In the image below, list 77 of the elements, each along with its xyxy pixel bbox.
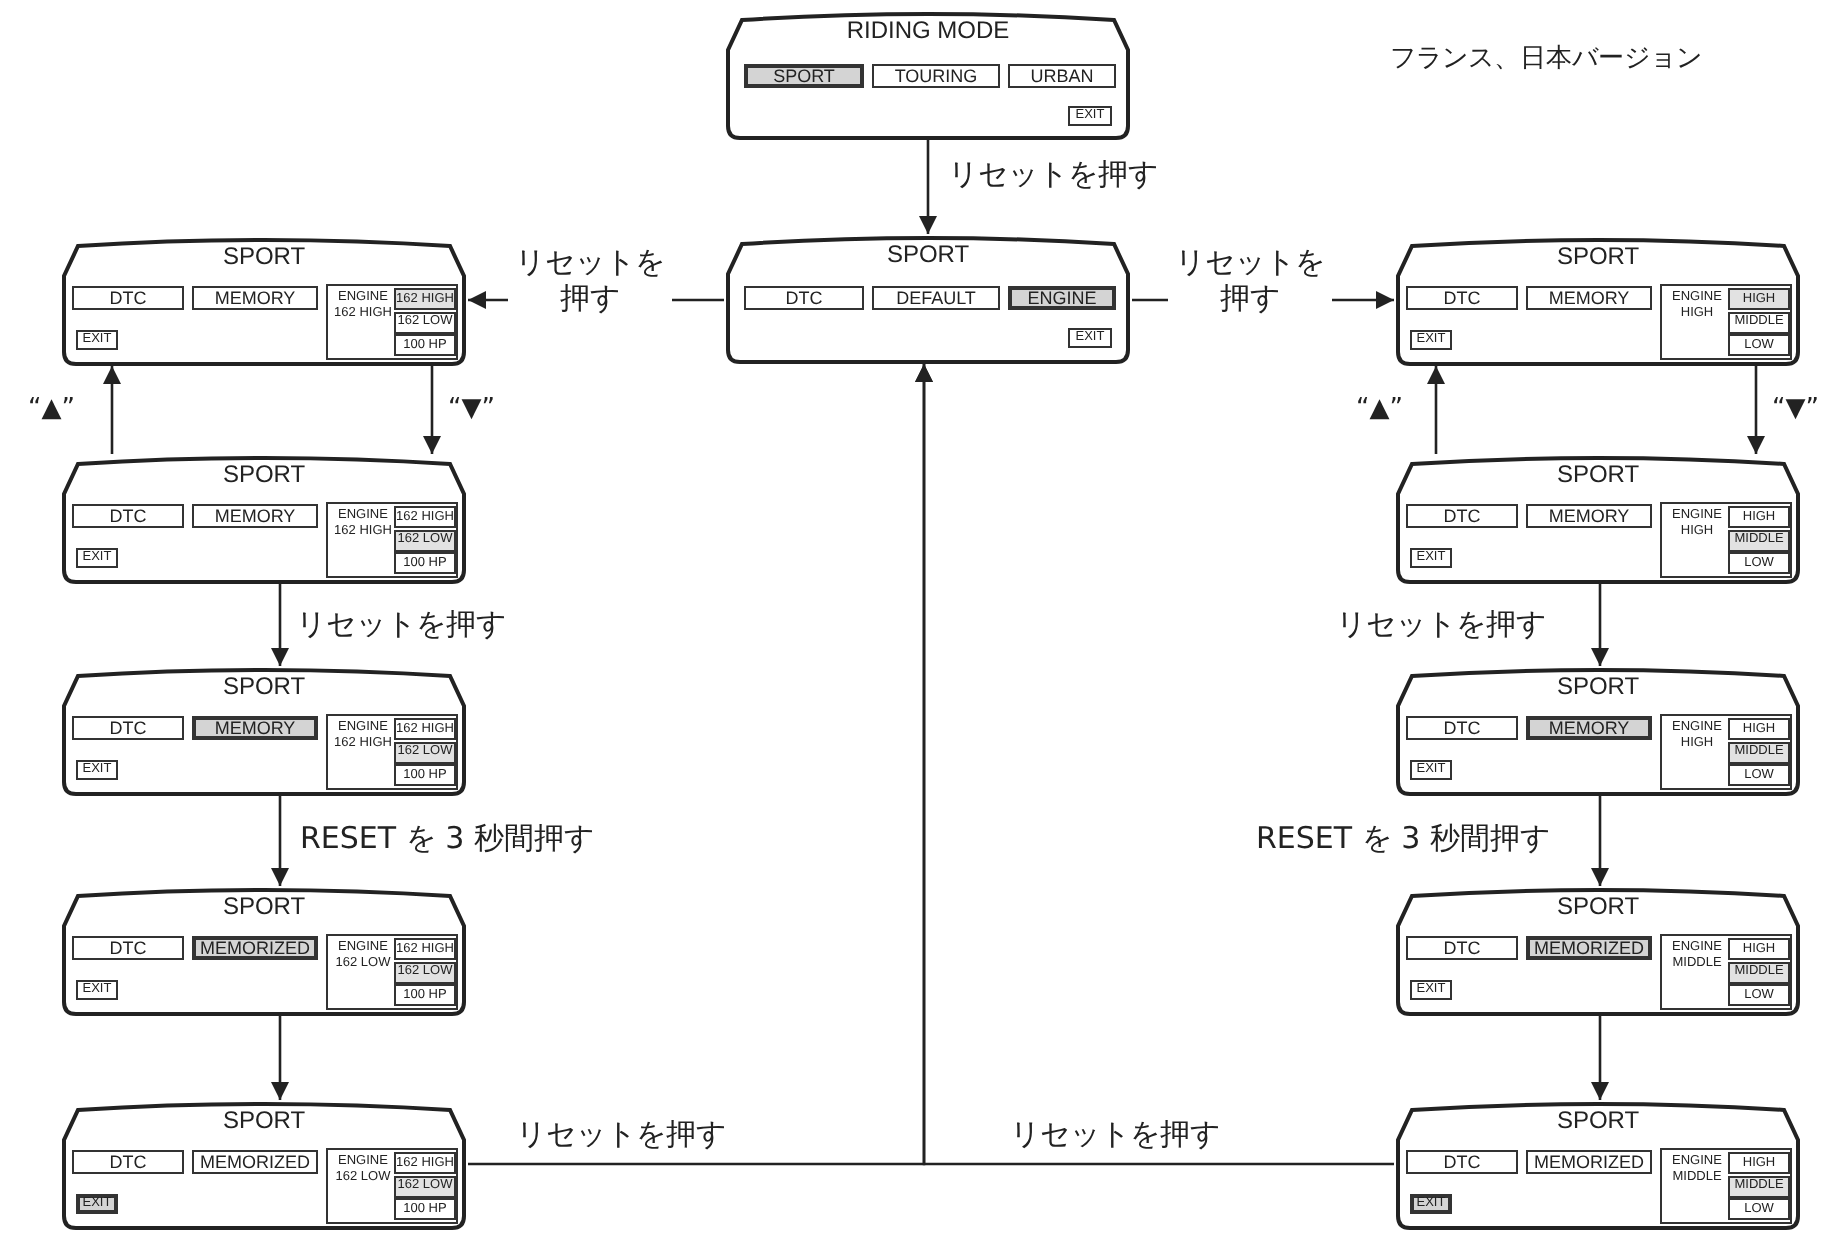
menu-button: DTC [744, 286, 864, 310]
menu-button: URBAN [1008, 64, 1116, 88]
edge-label: RESET を 3 秒間押す [1256, 820, 1550, 856]
menu-button: DTC [1406, 716, 1518, 740]
display-screen [1394, 666, 1802, 796]
menu-button: MEMORY [1526, 504, 1652, 528]
display-screen [60, 886, 468, 1016]
engine-panel [1660, 502, 1792, 578]
arrow [271, 584, 289, 666]
engine-panel [326, 284, 458, 360]
menu-button: DTC [72, 716, 184, 740]
arrow [423, 366, 441, 454]
menu-button: DTC [1406, 1150, 1518, 1174]
menu-button: DTC [1406, 504, 1518, 528]
edge-label: リセットを押す [1168, 244, 1332, 316]
arrow [919, 140, 937, 234]
display-screen [60, 666, 468, 796]
screen-title: SPORT [1554, 462, 1642, 488]
display-screen [60, 236, 468, 366]
display-screen [724, 234, 1132, 364]
display-screen [724, 10, 1132, 140]
arrow [1747, 366, 1765, 454]
menu-button: MEMORIZED [1526, 1150, 1652, 1174]
engine-panel [1660, 714, 1792, 790]
engine-panel [1660, 284, 1792, 360]
menu-button: MEMORY [1526, 716, 1652, 740]
display-screen [60, 454, 468, 584]
menu-button: DTC [72, 286, 184, 310]
arrow [915, 364, 1394, 1166]
menu-button: DTC [72, 1150, 184, 1174]
menu-button: MEMORY [192, 286, 318, 310]
arrow [103, 366, 121, 454]
menu-button: DTC [1406, 286, 1518, 310]
edge-label: RESET を 3 秒間押す [300, 820, 594, 856]
screen-title: SPORT [1554, 244, 1642, 270]
note-text: フランス、日本バージョン [1390, 44, 1702, 76]
menu-button: MEMORIZED [192, 1150, 318, 1174]
display-screen [1394, 1100, 1802, 1230]
menu-button: DTC [72, 504, 184, 528]
menu-button: MEMORY [192, 716, 318, 740]
screen-title: SPORT [1554, 894, 1642, 920]
menu-button: MEMORY [192, 504, 318, 528]
arrow [1591, 584, 1609, 666]
arrow [271, 796, 289, 886]
display-screen [1394, 454, 1802, 584]
engine-panel [326, 714, 458, 790]
arrow [271, 1016, 289, 1100]
menu-button: MEMORIZED [192, 936, 318, 960]
menu-button: MEMORIZED [1526, 936, 1652, 960]
display-screen [60, 1100, 468, 1230]
screen-title: SPORT [220, 244, 308, 270]
menu-button: TOURING [872, 64, 1000, 88]
screen-title: RIDING MODE [844, 18, 1012, 44]
engine-panel [1660, 934, 1792, 1010]
engine-panel [326, 1148, 458, 1224]
engine-panel [1660, 1148, 1792, 1224]
menu-button: DEFAULT [872, 286, 1000, 310]
arrow [1591, 796, 1609, 886]
menu-button: SPORT [744, 64, 864, 88]
screen-title: SPORT [220, 674, 308, 700]
display-screen [1394, 886, 1802, 1016]
display-screen [1394, 236, 1802, 366]
screen-title: SPORT [1554, 674, 1642, 700]
screen-title: SPORT [220, 462, 308, 488]
screen-title: SPORT [1554, 1108, 1642, 1134]
arrow [1427, 366, 1445, 454]
screen-title: SPORT [220, 1108, 308, 1134]
engine-panel [326, 934, 458, 1010]
engine-panel [326, 502, 458, 578]
screen-title: SPORT [220, 894, 308, 920]
edge-label: リセットを押す [508, 244, 672, 316]
menu-button: DTC [72, 936, 184, 960]
arrow [1591, 1016, 1609, 1100]
menu-button: ENGINE [1008, 286, 1116, 310]
menu-button: MEMORY [1526, 286, 1652, 310]
screen-title: SPORT [884, 242, 972, 268]
menu-button: DTC [1406, 936, 1518, 960]
